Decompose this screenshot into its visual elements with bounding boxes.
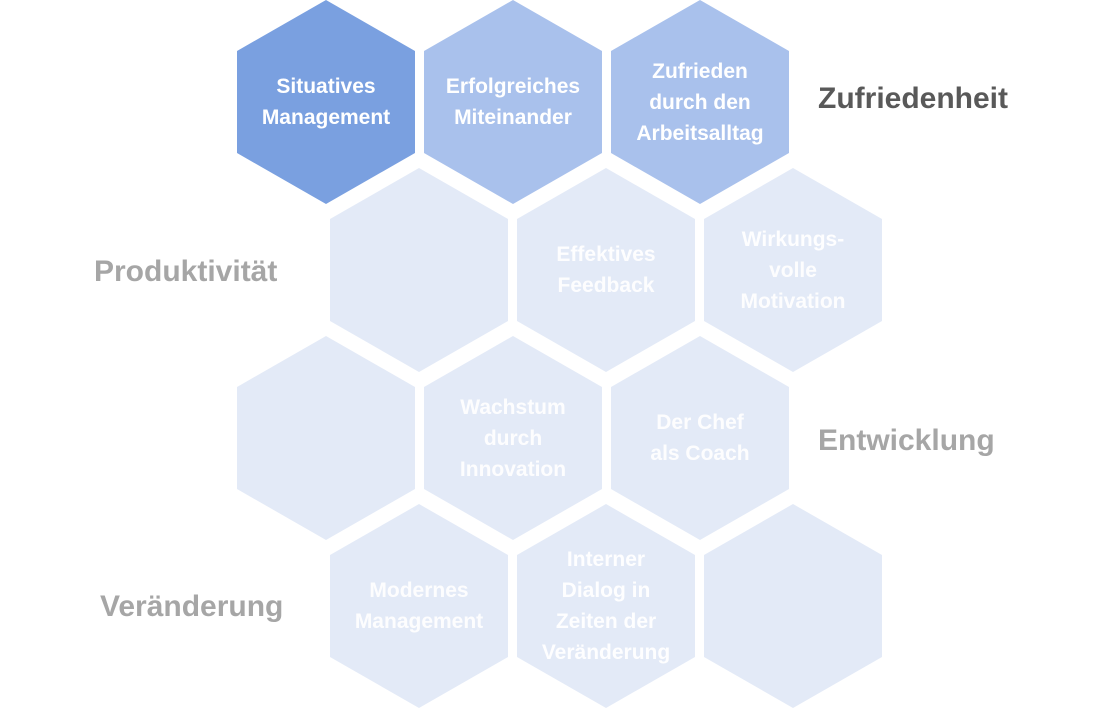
hex-situatives-management[interactable]: Situatives Management — [237, 0, 415, 204]
hex-label: Erfolgreiches Miteinander — [445, 75, 581, 129]
category-zufriedenheit: Zufriedenheit — [818, 82, 1009, 115]
hex-label: Interner Dialog in Zeiten der Veränderun… — [541, 548, 671, 664]
hex-zufrieden-arbeitsalltag[interactable]: Zufrieden durch den Arbeitsalltag — [611, 0, 789, 204]
hex-wachstum-innovation[interactable]: Wachstum durch Innovation — [424, 336, 602, 540]
hex-empty-row3 — [237, 336, 415, 540]
hex-label: Modernes Management — [354, 579, 484, 633]
hex-modernes-management[interactable]: Modernes Management — [330, 504, 508, 708]
category-produktivitaet: Produktivität — [94, 255, 278, 288]
hex-label: Der Chef als Coach — [650, 411, 750, 465]
hex-interner-dialog[interactable]: Interner Dialog in Zeiten der Veränderun… — [517, 504, 695, 708]
hex-effektives-feedback[interactable]: Effektives Feedback — [517, 168, 695, 372]
hex-empty-row4 — [704, 504, 882, 708]
hex-label: Zufrieden durch den Arbeitsalltag — [636, 59, 764, 145]
category-entwicklung: Entwicklung — [818, 424, 995, 457]
hex-wirkungsvolle-motivation[interactable]: Wirkungs- volle Motivation — [704, 168, 882, 372]
hex-label: Situatives Management — [261, 75, 391, 129]
hex-empty-row2 — [330, 168, 508, 372]
hex-chef-coach[interactable]: Der Chef als Coach — [611, 336, 789, 540]
hex-erfolgreiches-miteinander[interactable]: Erfolgreiches Miteinander — [424, 0, 602, 204]
hex-label: Wachstum durch Innovation — [459, 395, 567, 481]
hex-label: Wirkungs- volle Motivation — [740, 227, 846, 313]
hex-label: Effektives Feedback — [556, 243, 656, 297]
category-veraenderung: Veränderung — [100, 590, 284, 623]
